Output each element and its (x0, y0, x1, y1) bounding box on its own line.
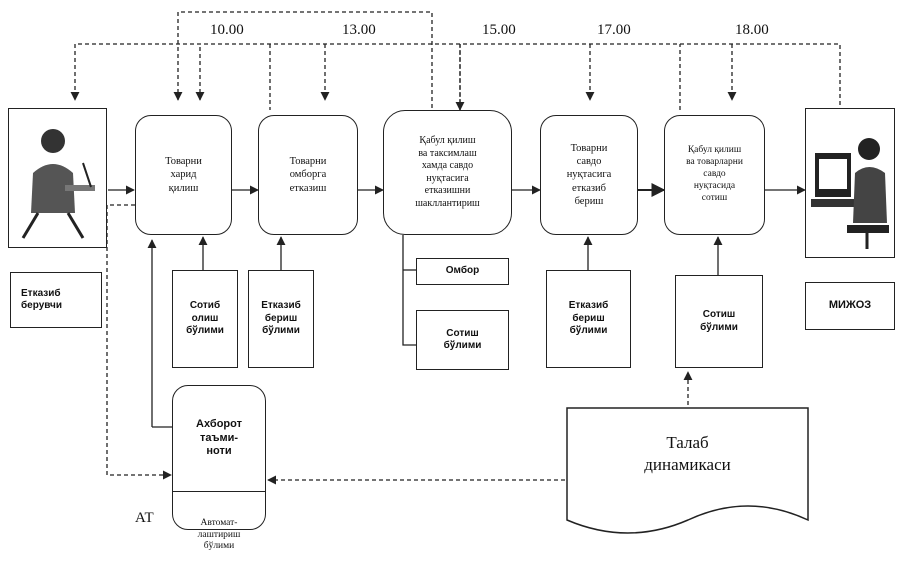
dept-sales: Сотиш бўлими (675, 275, 763, 368)
supplier-image (8, 108, 107, 248)
time-label: 10.00 (210, 22, 244, 38)
customer-image (805, 108, 895, 258)
process-buy: Товарни харид қилиш (135, 115, 232, 235)
demand-label: Талаб динамикаси (644, 433, 731, 475)
info-provision-box: Ахборот таъми- ноти Автомат- лаштириш бў… (172, 385, 266, 551)
dept-delivery-2: Етказиб бериш бўлими (546, 270, 631, 368)
at-label: АТ (135, 510, 154, 526)
supplier-label: Етказиб берувчи (10, 272, 102, 328)
process-store: Товарни омборга етказиш (258, 115, 358, 235)
customer-label: МИЖОЗ (805, 282, 895, 330)
dept-delivery-1: Етказиб бериш бўлими (248, 270, 314, 368)
time-label: 15.00 (482, 22, 516, 38)
time-label: 17.00 (597, 22, 631, 38)
time-label: 18.00 (735, 22, 769, 38)
dept-sales-small: Сотиш бўлими (416, 310, 509, 370)
info-sub: Автомат- лаштириш бўлими (197, 517, 241, 552)
process-accept: Қабул қилиш ва таксимлаш хамда савдо нуқ… (383, 110, 512, 235)
info-divider (173, 491, 265, 492)
process-deliver: Товарни савдо нуқтасига етказиб бериш (540, 115, 638, 235)
dept-warehouse: Омбор (416, 258, 509, 285)
supplier-person-icon (21, 129, 95, 239)
info-title: Ахборот таъми- ноти (196, 417, 242, 458)
dept-purchase: Сотиб олиш бўлими (172, 270, 238, 368)
time-label: 13.00 (342, 22, 376, 38)
customer-computer-icon (811, 138, 889, 249)
process-sell: Қабул қилиш ва товарларни савдо нуқтасид… (664, 115, 765, 235)
connectors (70, 11, 841, 485)
